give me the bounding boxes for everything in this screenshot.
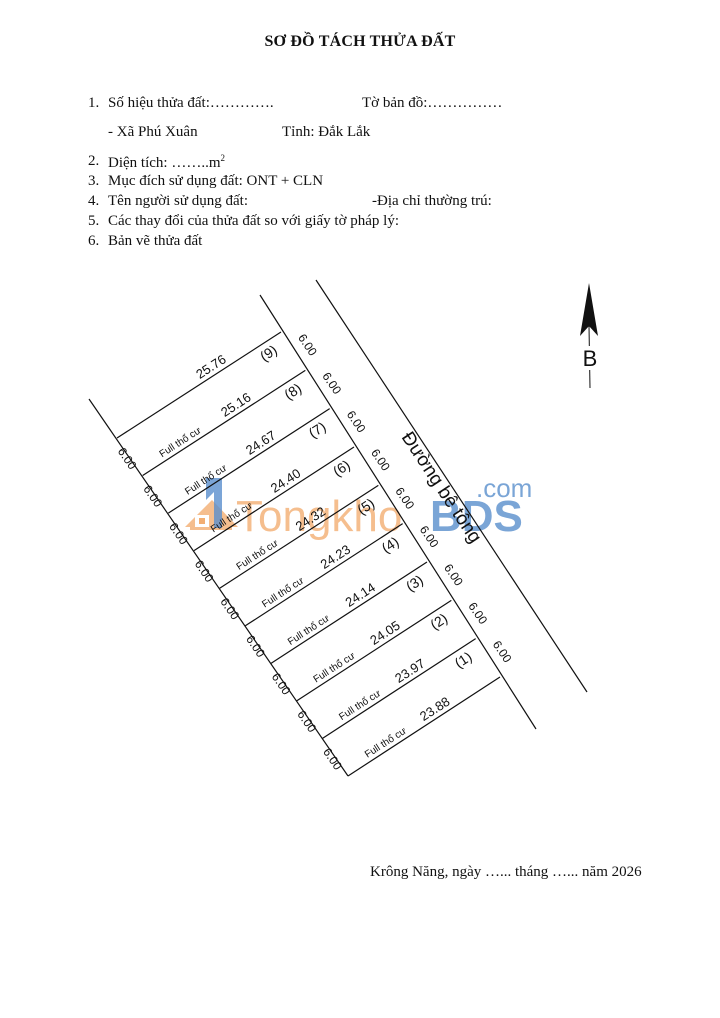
parcel-land-type: Full thổ cư [285, 612, 331, 648]
parcel-divider-line [322, 638, 476, 739]
item-number: 5. [88, 213, 100, 229]
parcel-number: (6) [330, 457, 353, 480]
parcel-land-type: Full thổ cư [337, 687, 383, 723]
parcel-number: (8) [281, 380, 304, 403]
parcel-land-type: Full thổ cư [183, 462, 229, 498]
parcel-width-right: 6.00 [368, 446, 393, 473]
item-number: 4. [88, 193, 100, 209]
parcel-divider-line [142, 369, 306, 477]
parcel-number-field: Số hiệu thửa đất:…………. [108, 95, 274, 111]
parcel-divider-line [347, 676, 501, 777]
parcel-width-left: 6.00 [294, 708, 319, 735]
parcel-divider-line [219, 484, 379, 589]
document-title: SƠ ĐỒ TÁCH THỬA ĐẤT [264, 33, 456, 50]
parcel-width-right: 6.00 [319, 370, 344, 397]
parcel-width-right: 6.00 [295, 331, 320, 358]
watermark-brand-a: Tongkho [236, 492, 402, 541]
parcel-width-left: 6.00 [243, 633, 268, 660]
parcel-divider-line [193, 446, 355, 552]
parcel-width-left: 6.00 [320, 745, 345, 772]
changes-field: Các thay đổi của thửa đất so với giấy tờ… [108, 213, 400, 229]
map-sheet-field: Tờ bản đồ:…………… [362, 95, 503, 111]
parcel-divider-line [245, 523, 403, 627]
parcel-number: (9) [257, 342, 280, 365]
parcel-width-left: 6.00 [269, 670, 294, 697]
watermark-logo: Tongkho BDS .com [185, 473, 532, 541]
parcel-divider-line [168, 408, 330, 514]
parcel-width-left: 6.00 [140, 482, 165, 509]
left-boundary-line [88, 398, 349, 777]
commune-field: - Xã Phú Xuân [108, 124, 198, 140]
parcel-width-left: 6.00 [192, 558, 217, 585]
parcel-number: (1) [452, 648, 475, 671]
item-number: 2. [88, 153, 100, 169]
parcel-number: (5) [354, 495, 377, 518]
road-edge-line [315, 279, 588, 693]
north-label: B [583, 346, 598, 371]
land-use-field: Mục đích sử dụng đất: ONT + CLN [108, 173, 324, 189]
area-label: Diện tích: ……..m [108, 155, 221, 171]
house-logo-icon [185, 478, 238, 530]
right-boundary-line [259, 294, 537, 730]
parcel-land-type: Full thổ cư [362, 725, 408, 761]
parcel-number: (3) [403, 572, 426, 595]
footer-place-date: Krông Năng, ngày …... tháng …... năm 202… [370, 864, 642, 880]
parcel-width-right: 6.00 [344, 408, 369, 435]
parcel-land-type: Full thổ cư [157, 424, 203, 460]
parcel-number: (4) [379, 533, 402, 556]
north-arrow-icon: B [580, 283, 600, 389]
owner-name-field: Tên người sử dụng đất: [108, 193, 249, 209]
area-field: Diện tích: ……..m2 [108, 153, 225, 172]
parcel-divider-line [116, 331, 282, 439]
area-unit-sup: 2 [220, 153, 226, 163]
item-number: 3. [88, 173, 100, 189]
watermark-brand-b: BDS [430, 492, 523, 541]
parcel-land-type: Full thổ cư [311, 650, 357, 686]
province-field: Tỉnh: Đắk Lắk [282, 124, 371, 140]
address-field: -Địa chỉ thường trú: [372, 193, 492, 209]
drawing-heading: Bản vẽ thửa đất [108, 233, 203, 249]
parcel-land-type: Full thổ cư [234, 537, 280, 573]
parcel-width-left: 6.00 [217, 595, 242, 622]
parcel-number: (2) [427, 610, 450, 633]
parcel-divider-line [296, 599, 452, 702]
item-number: 1. [88, 95, 100, 111]
parcel-divider-line [270, 561, 428, 664]
parcel-number: (7) [306, 418, 329, 441]
watermark-suffix: .com [476, 473, 532, 503]
parcel-land-type: Full thổ cư [260, 574, 306, 610]
item-number: 6. [88, 233, 100, 249]
parcel-width-left: 6.00 [166, 520, 191, 547]
